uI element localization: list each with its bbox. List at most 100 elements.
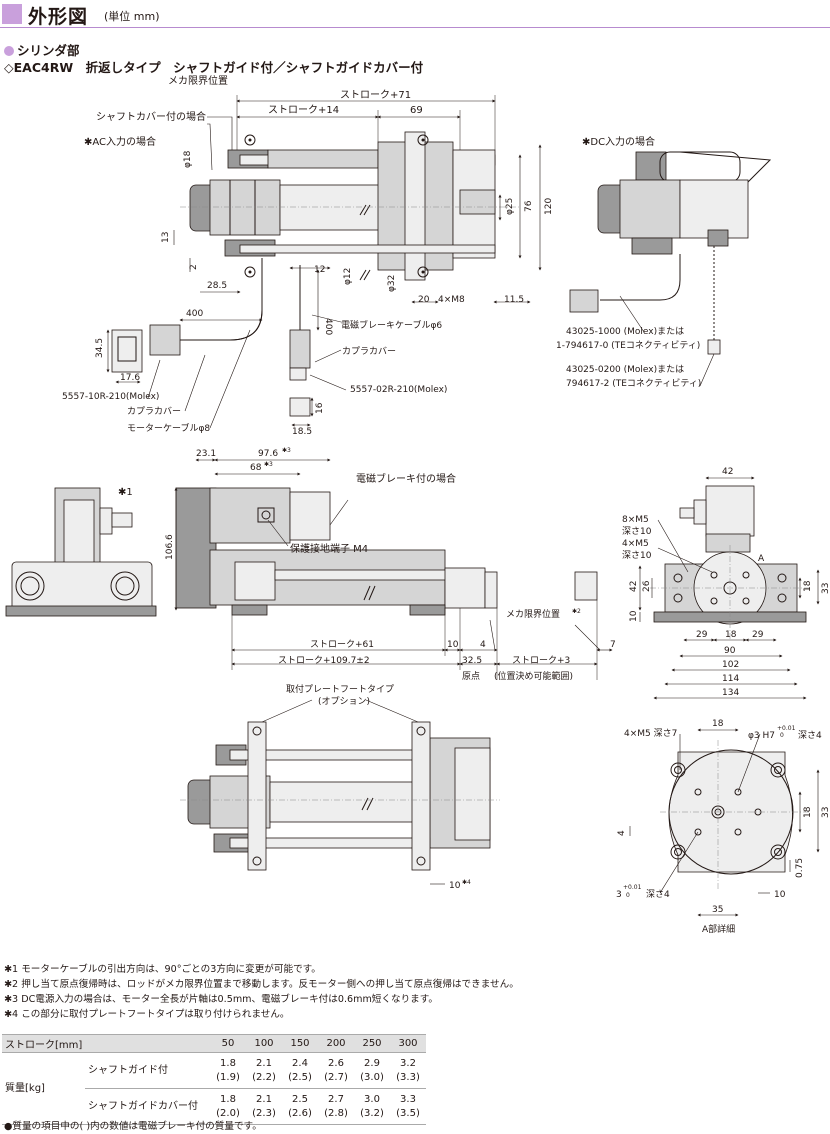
- dim-28-5: 28.5: [207, 281, 227, 291]
- dim-29-left: 29: [696, 630, 708, 640]
- label-molex-10: 5557-10R-210(Molex): [62, 392, 159, 402]
- dim-32-5: 32.5: [462, 656, 482, 666]
- label-range: (位置決め可能範囲): [494, 670, 573, 682]
- header-stroke: ストローク[mm]: [2, 1034, 210, 1053]
- label-conn-a-line2: 1-794617-0 (TEコネクティビティ): [556, 340, 700, 351]
- label-ground: 保護接地端子 M4: [290, 542, 368, 555]
- dim-18-mid: 18: [725, 630, 737, 640]
- mass-cell: 2.7(2.8): [318, 1088, 354, 1125]
- view-front-end: [638, 476, 820, 700]
- dim-4-side: 4: [480, 640, 486, 650]
- label-motor-cable: モーターケーブルφ8: [127, 422, 210, 434]
- dim-97-6: 97.6: [258, 449, 278, 459]
- label-dc-input: ✱DC入力の場合: [582, 135, 655, 148]
- notes-block: ✱1 モーターケーブルの引出方向は、90°ごとの3方向に変更が可能です。 ✱2 …: [4, 962, 519, 1022]
- view-plate-foot: [180, 699, 500, 885]
- unit-label: (単位 mm): [104, 10, 160, 23]
- view-dc-input: [569, 151, 772, 387]
- dim-106-6: 106.6: [165, 534, 175, 560]
- label-mecha-limit: メカ限界位置: [168, 74, 228, 87]
- note-mark-2: ✱2: [572, 608, 581, 615]
- dim-35: 35: [712, 905, 723, 915]
- dim-18-front: 18: [803, 580, 813, 592]
- table-header-row: ストローク[mm] 50 100 150 200 250 300: [2, 1034, 426, 1053]
- label-conn-b-line2: 794617-2 (TEコネクティビティ): [566, 378, 701, 389]
- dim-18-detail-right: 18: [803, 806, 813, 818]
- view-end-side: [5, 487, 157, 617]
- note-1: ✱1 モーターケーブルの引出方向は、90°ごとの3方向に変更が可能です。: [4, 964, 321, 975]
- dim-stroke-14: ストローク+14: [268, 104, 339, 116]
- label-brake-cable: 電磁ブレーキケーブルφ6: [341, 319, 442, 331]
- dim-114: 114: [722, 674, 739, 684]
- view-detail-a: [629, 728, 820, 917]
- mass-cell: 3.3(3.5): [390, 1088, 426, 1125]
- dim-stroke-61: ストローク+61: [310, 639, 374, 650]
- dim-400-vert: 400: [323, 318, 333, 335]
- dim-42-left: 42: [629, 581, 639, 592]
- label-8xm5: 8×M5: [622, 515, 649, 525]
- tol-plus-a: +0.01: [777, 725, 796, 732]
- dim-11-5: 11.5: [504, 295, 524, 305]
- note-4: ✱4 この部分に取付プレートフートタイプは取り付けられません。: [4, 1009, 290, 1020]
- dim-68: 68: [250, 463, 262, 473]
- section-name: シリンダ部: [17, 43, 80, 58]
- view-side-brake: [174, 458, 613, 680]
- label-depth4-b: 深さ4: [646, 889, 670, 900]
- label-detail-a: A部詳細: [702, 923, 735, 935]
- label-molex-02: 5557-02R-210(Molex): [350, 385, 447, 395]
- dim-12: 12: [314, 265, 325, 275]
- section-title: シリンダ部: [4, 40, 80, 59]
- dim-10-front: 10: [629, 610, 639, 622]
- dim-23-1: 23.1: [196, 449, 216, 459]
- dim-29-right: 29: [752, 630, 764, 640]
- note-2: ✱2 押し当て原点復帰時は、ロッドがメカ限界位置まで移動します。反モーター側への…: [4, 979, 519, 990]
- label-plate-type-1: 取付プレートフートタイプ: [286, 684, 394, 695]
- dim-120: 120: [544, 198, 554, 215]
- mass-table: ストローク[mm] 50 100 150 200 250 300 質量[kg] …: [2, 1034, 426, 1125]
- stroke-50: 50: [210, 1034, 246, 1053]
- dim-0-75: 0.75: [795, 858, 805, 878]
- label-ac-input: ✱AC入力の場合: [84, 135, 156, 148]
- mass-cell: 1.8(2.0): [210, 1088, 246, 1125]
- label-plate-type-2: (オプション): [318, 696, 370, 707]
- note-mark-4: ✱4: [462, 879, 471, 886]
- dim-13: 13: [161, 232, 171, 243]
- note-3: ✱3 DC電源入力の場合は、モーター全長が片軸は0.5mm、電磁ブレーキ付は0.…: [4, 994, 438, 1005]
- mass-label: 質量[kg]: [2, 1052, 85, 1125]
- bullet-icon: [4, 46, 14, 56]
- label-phi3-h7: φ3 H7: [748, 731, 775, 741]
- dim-18-detail-top: 18: [712, 719, 724, 729]
- label-brake-case: 電磁ブレーキ付の場合: [356, 472, 456, 485]
- footnote: ●質量の項目中の( )内の数値は電磁ブレーキ付の質量です。: [4, 1121, 262, 1132]
- view-ac-top: [106, 95, 542, 429]
- dim-34-5: 34.5: [95, 338, 105, 358]
- label-shaft-cover: シャフトカバー付の場合: [96, 110, 206, 123]
- dim-7: 7: [610, 640, 616, 650]
- mass-cell: 2.1(2.3): [246, 1088, 282, 1125]
- label-4xm5-depth7: 4×M5 深さ7: [624, 728, 677, 739]
- stroke-200: 200: [318, 1034, 354, 1053]
- dim-102: 102: [722, 660, 739, 670]
- dim-26: 26: [642, 580, 652, 592]
- row-name: シャフトガイド付: [85, 1052, 210, 1089]
- label-mecha-limit-2: メカ限界位置: [506, 608, 560, 620]
- dim-4-detail: 4: [617, 830, 627, 836]
- dim-69: 69: [410, 105, 423, 116]
- label-depth10-a: 深さ10: [622, 526, 652, 537]
- label-conn-a-line1: 43025-1000 (Molex)または: [566, 326, 684, 337]
- label-depth4-a: 深さ4: [798, 730, 822, 741]
- mass-cell: 1.8(1.9): [210, 1052, 246, 1089]
- label-point-a: A: [758, 554, 765, 564]
- dim-16: 16: [315, 402, 325, 414]
- dim-stroke-3: ストローク+3: [512, 655, 570, 666]
- label-origin: 原点: [462, 671, 480, 682]
- model-title: ◇EAC4RW 折返しタイプ シャフトガイド付／シャフトガイドカバー付: [4, 60, 424, 75]
- dim-134: 134: [722, 688, 739, 698]
- stroke-250: 250: [354, 1034, 390, 1053]
- dim-10-plate: 10: [449, 881, 461, 891]
- mass-cell: 2.9(3.0): [354, 1052, 390, 1089]
- mass-cell: 2.5(2.6): [282, 1088, 318, 1125]
- label-conn-b-line1: 43025-0200 (Molex)または: [566, 364, 684, 375]
- dim-17-6: 17.6: [120, 373, 140, 383]
